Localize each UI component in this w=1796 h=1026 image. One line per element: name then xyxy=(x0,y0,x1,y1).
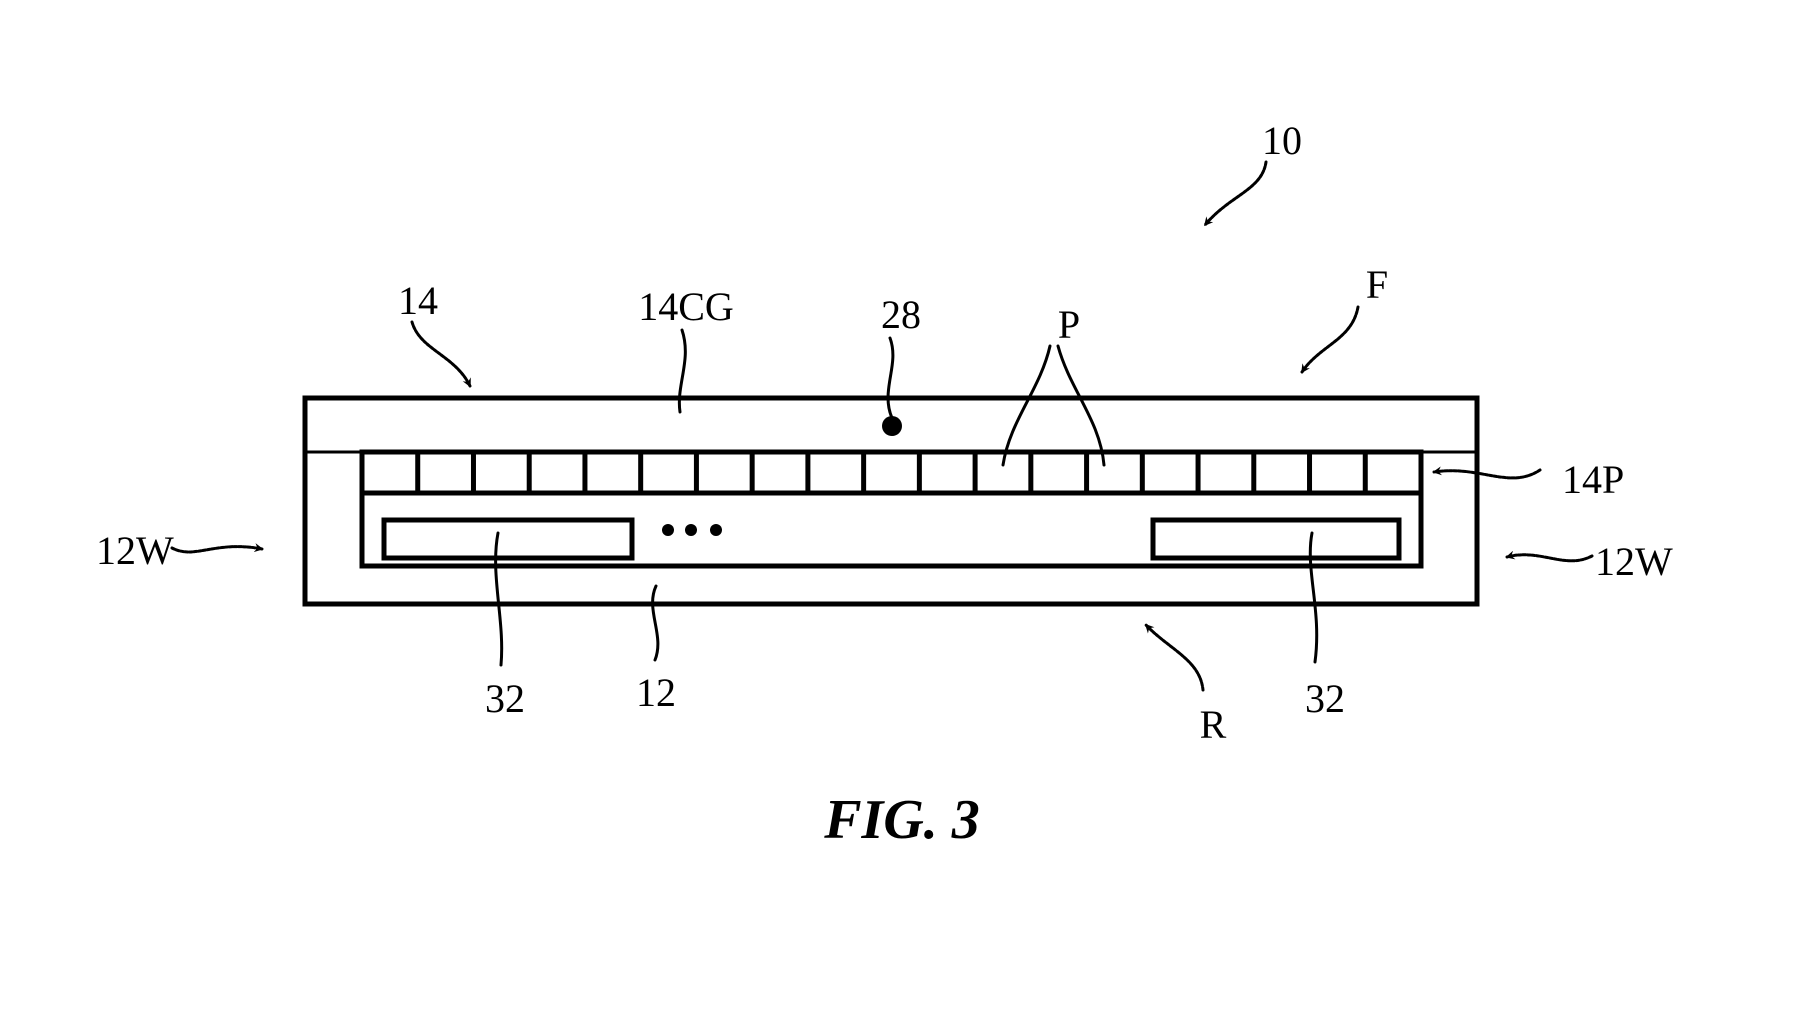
label-14: 14 xyxy=(398,278,438,323)
arrow-14-icon xyxy=(410,320,472,388)
leader-p-1 xyxy=(1001,344,1052,467)
component-32-left xyxy=(381,517,635,561)
label-32-left: 32 xyxy=(485,676,525,721)
label-14p: 14P xyxy=(1562,457,1624,502)
label-12w-left: 12W xyxy=(96,528,174,573)
display-module-outline xyxy=(359,449,1424,569)
leader-32-right xyxy=(1308,531,1319,664)
arrow-12w-left-icon xyxy=(170,543,264,554)
arrow-f-icon xyxy=(1300,305,1360,374)
label-12w-right: 12W xyxy=(1595,539,1673,584)
leader-32-left xyxy=(494,531,504,667)
arrow-12w-right-icon xyxy=(1505,550,1594,563)
arrow-10-icon xyxy=(1203,160,1268,227)
arrow-14p-icon xyxy=(1432,466,1542,480)
component-32-right xyxy=(1150,517,1402,561)
leader-14cg xyxy=(677,328,687,414)
ellipsis-icon xyxy=(662,524,722,536)
label-10: 10 xyxy=(1262,118,1302,163)
label-12: 12 xyxy=(636,670,676,715)
component-28-dot xyxy=(882,416,902,436)
pixel-array xyxy=(415,452,1368,493)
label-14cg: 14CG xyxy=(638,284,734,329)
ellipsis-dot xyxy=(685,524,697,536)
arrow-r-icon xyxy=(1144,623,1205,692)
ellipsis-dot xyxy=(710,524,722,536)
leader-p-2 xyxy=(1056,344,1106,467)
label-p: P xyxy=(1058,302,1080,347)
ellipsis-dot xyxy=(662,524,674,536)
label-32-right: 32 xyxy=(1305,676,1345,721)
label-28: 28 xyxy=(881,292,921,337)
figure-caption: FIG. 3 xyxy=(823,789,980,851)
label-f: F xyxy=(1366,262,1388,307)
label-r: R xyxy=(1200,702,1227,747)
leader-28 xyxy=(886,336,895,420)
housing-outline xyxy=(302,395,1480,607)
leader-12 xyxy=(651,584,660,662)
